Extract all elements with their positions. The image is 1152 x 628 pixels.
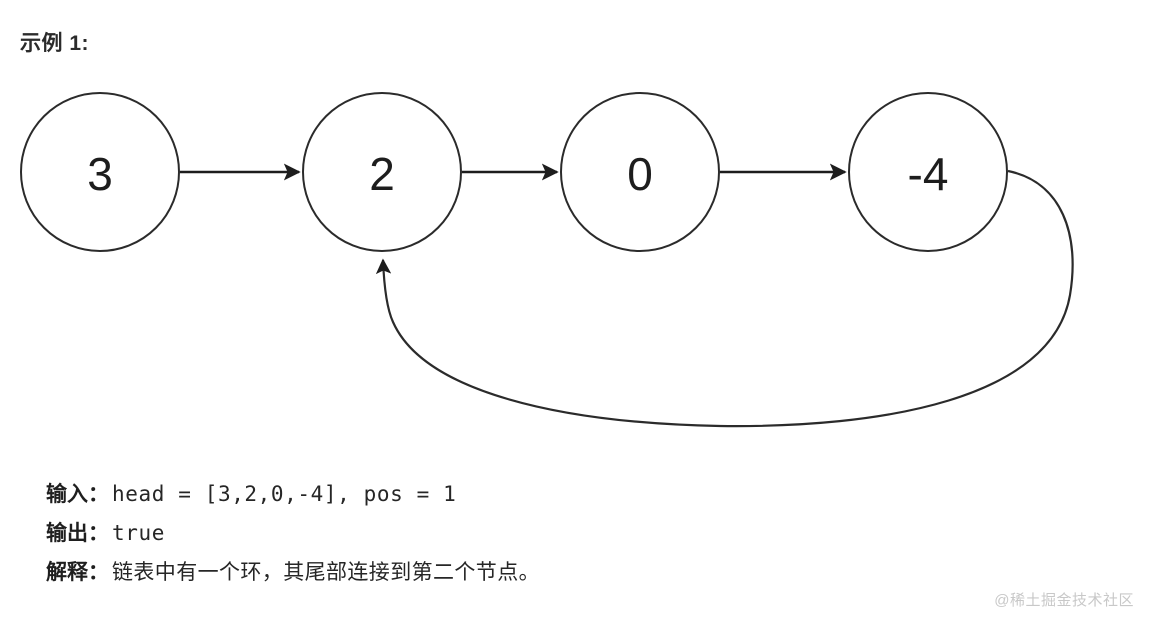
explanation-line: 解释： 链表中有一个环，其尾部连接到第二个节点。 (46, 556, 946, 595)
list-node-2-circle (302, 92, 462, 252)
explanation-label: 解释： (46, 561, 109, 584)
diagram-canvas: 3 2 0 -4 (20, 92, 1074, 428)
list-node-label: -4 (908, 148, 949, 200)
list-node-3-circle (20, 92, 180, 252)
page-title: 示例 1: (20, 32, 90, 55)
output-label: 输出： (46, 522, 109, 545)
io-description-block: 输入： head = [3,2,0,-4], pos = 1 输出： true … (46, 478, 946, 595)
input-label: 输入： (46, 483, 109, 506)
list-node-label: 3 (87, 148, 113, 200)
list-node-label: 2 (369, 148, 395, 200)
output-value: true (112, 521, 165, 545)
linked-list-cycle-diagram: 3 2 0 -4 (0, 70, 1152, 460)
cycle-edge-neg4-to-2 (375, 169, 1074, 428)
output-line: 输出： true (46, 517, 946, 556)
list-node-0-circle (560, 92, 720, 252)
list-node-label: 0 (627, 148, 653, 200)
input-value: head = [3,2,0,-4], pos = 1 (112, 482, 457, 506)
input-line: 输入： head = [3,2,0,-4], pos = 1 (46, 478, 946, 517)
explanation-value: 链表中有一个环，其尾部连接到第二个节点。 (112, 561, 540, 584)
list-node-neg4-circle (848, 92, 1008, 252)
watermark: @稀土掘金技术社区 (994, 592, 1134, 609)
